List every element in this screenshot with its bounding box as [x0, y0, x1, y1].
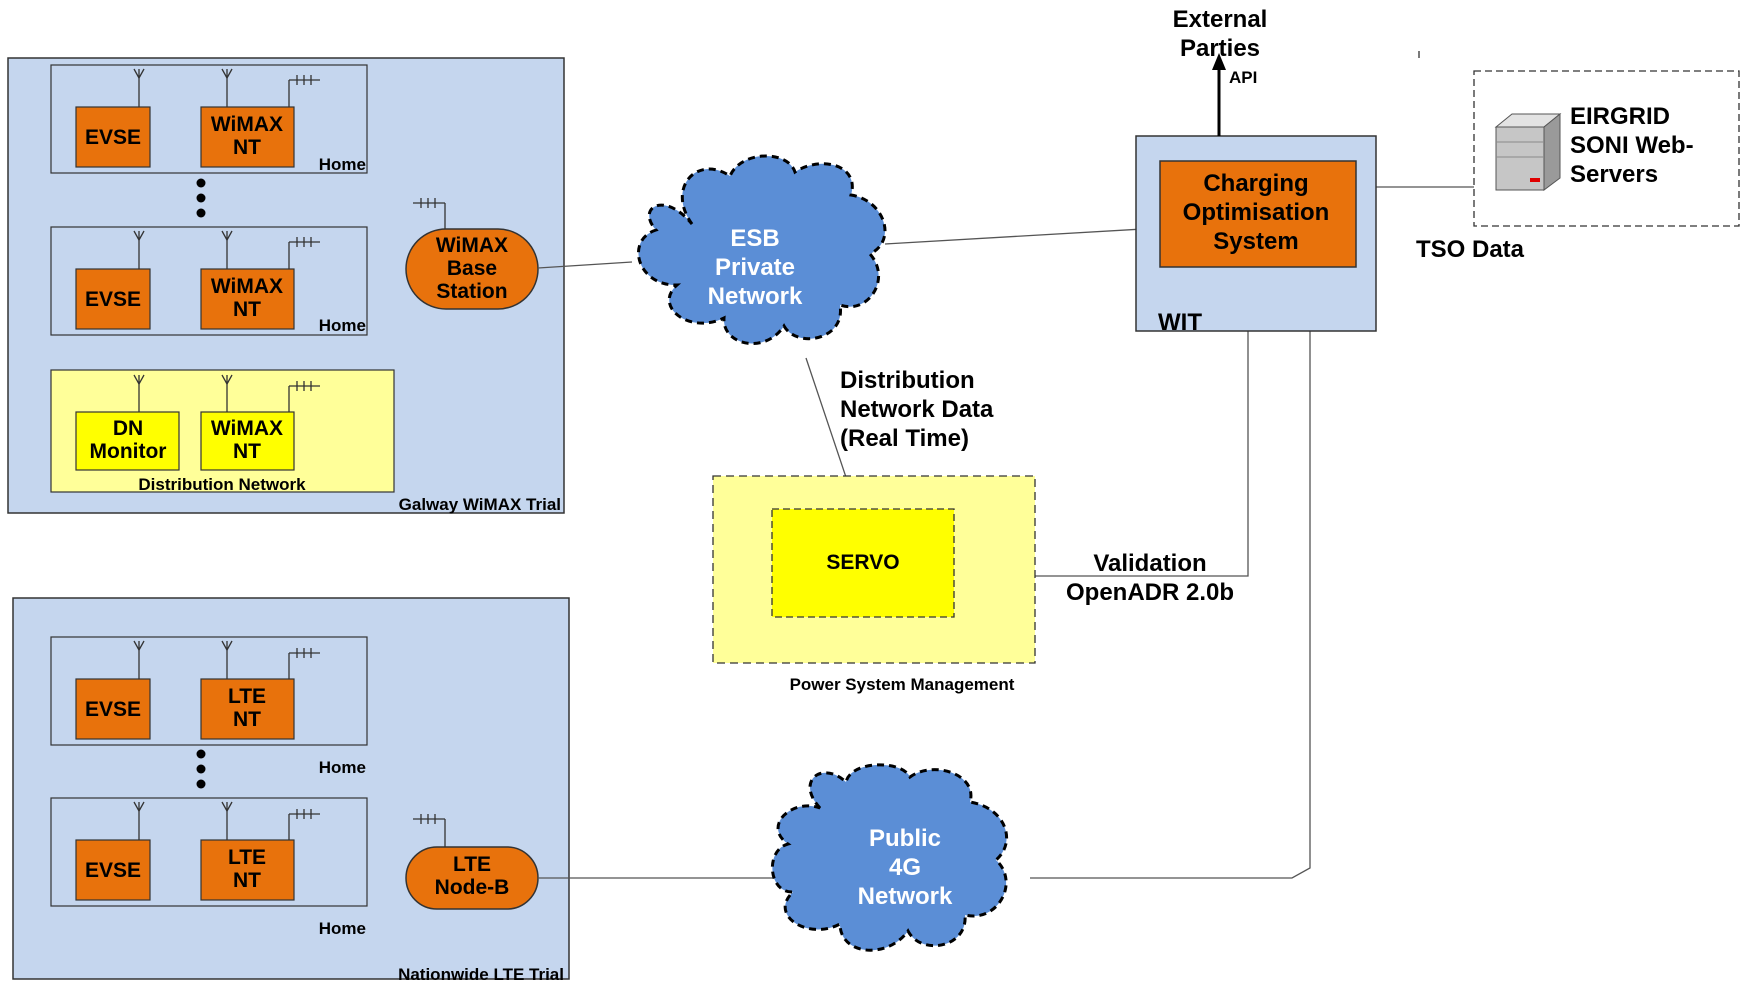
- evse-label: EVSE: [85, 698, 141, 721]
- nt-label-line1: WiMAX: [211, 275, 283, 298]
- eirgrid-line2: SONI Web-: [1570, 132, 1694, 159]
- base-station-line3: Station: [436, 280, 507, 303]
- power-system-management-panel: SERVO Power System Management: [712, 475, 1036, 694]
- home-label: Home: [319, 919, 366, 938]
- evse-box: [75, 268, 151, 330]
- arrow-up-icon: [1212, 53, 1226, 70]
- home-box-2: EVSE LTE NT: [50, 797, 368, 907]
- esb-cloud-line2: Private: [715, 254, 795, 281]
- external-line1: External: [1173, 6, 1268, 33]
- lte-nt-box: [200, 678, 295, 740]
- evse-label: EVSE: [85, 859, 141, 882]
- lte-trial-title: Nationwide LTE Trial: [398, 965, 564, 982]
- nt-label-line1: WiMAX: [211, 113, 283, 136]
- dist-data-line2: Network Data: [840, 396, 994, 423]
- nt-label-line2: NT: [233, 708, 261, 731]
- node-b-line2: Node-B: [435, 876, 510, 899]
- home-box-2: Home EVSE WiMAX NT: [50, 226, 368, 336]
- server-icon: [1494, 112, 1562, 191]
- dn-wimax-nt-box: [200, 411, 295, 471]
- charging-optimisation-system-box: [1159, 160, 1357, 268]
- home-label: Home: [319, 155, 366, 174]
- antenna-icon: [288, 648, 320, 680]
- antenna-icon: [133, 374, 233, 412]
- galway-trial-title: Galway WiMAX Trial: [399, 495, 561, 514]
- wimax-nt-box: [200, 268, 295, 330]
- galway-wimax-trial: Galway WiMAX Trial Home EVSE WiMAX NT: [7, 57, 565, 514]
- antenna-icon: [413, 198, 446, 230]
- cos-line2: Optimisation: [1183, 199, 1330, 226]
- nationwide-lte-trial: Nationwide LTE Trial EVSE LTE NT Home: [12, 597, 570, 982]
- evse-box: [75, 106, 151, 168]
- tso-data-label: TSO Data: [1416, 236, 1525, 263]
- public-cloud-line1: Public: [869, 825, 941, 852]
- antenna-icon: [288, 809, 320, 840]
- dn-monitor-line2: Monitor: [90, 440, 167, 463]
- nt-label-line1: LTE: [228, 846, 266, 869]
- lte-nt-box: [200, 839, 295, 901]
- dn-nt-line1: WiMAX: [211, 417, 283, 440]
- base-station-line2: Base: [447, 257, 497, 280]
- wimax-nt-box: [200, 106, 295, 168]
- antenna-icon: [133, 230, 233, 269]
- antenna-icon: [288, 381, 320, 412]
- eirgrid-line1: EIRGRID: [1570, 103, 1670, 130]
- home-box-1: EVSE LTE NT: [50, 636, 368, 746]
- api-label: API: [1229, 68, 1257, 87]
- home-box-1: Home EVSE WiMAX NT: [50, 64, 368, 174]
- servo-box: [771, 508, 955, 618]
- node-b-line1: LTE: [453, 853, 491, 876]
- dn-nt-line2: NT: [233, 440, 261, 463]
- home-label: Home: [319, 758, 366, 777]
- cos-line3: System: [1213, 228, 1298, 255]
- base-station-line1: WiMAX: [436, 234, 508, 257]
- public-4g-network-cloud: Public 4G Network: [771, 763, 1008, 952]
- cos-line1: Charging: [1203, 170, 1308, 197]
- evse-label: EVSE: [85, 126, 141, 149]
- wimax-base-station: WiMAX Base Station: [405, 198, 539, 310]
- public-cloud-line3: Network: [858, 883, 953, 910]
- wit-box: WIT Charging Optimisation System: [1135, 135, 1377, 336]
- nt-label-line2: NT: [233, 136, 261, 159]
- validation-line1: Validation: [1093, 550, 1206, 577]
- esb-cloud-line3: Network: [708, 283, 803, 310]
- nt-label-line2: NT: [233, 298, 261, 321]
- distribution-network-panel: Distribution Network DN Monitor WiMAX NT: [50, 369, 395, 494]
- ellipsis-dots-icon: [196, 749, 206, 789]
- antenna-icon: [288, 237, 320, 269]
- wit-label: WIT: [1158, 309, 1202, 336]
- home-label: Home: [319, 316, 366, 335]
- esb-private-network-cloud: ESB Private Network: [637, 154, 887, 345]
- dn-monitor-line1: DN: [113, 417, 143, 440]
- antenna-icon: [133, 640, 233, 680]
- external-parties: External Parties API: [1173, 6, 1420, 136]
- antenna-icon: [288, 75, 320, 107]
- nt-label-line1: LTE: [228, 685, 266, 708]
- servo-label: SERVO: [826, 551, 899, 574]
- validation-line2: OpenADR 2.0b: [1066, 579, 1234, 606]
- dist-data-line1: Distribution: [840, 367, 975, 394]
- eirgrid-line3: Servers: [1570, 161, 1658, 188]
- public-cloud-line2: 4G: [889, 854, 921, 881]
- distribution-network-title: Distribution Network: [138, 475, 306, 494]
- evse-box: [75, 839, 151, 901]
- antenna-icon: [413, 814, 446, 848]
- power-system-management-label: Power System Management: [790, 675, 1015, 694]
- evse-label: EVSE: [85, 288, 141, 311]
- esb-cloud-line1: ESB: [730, 225, 779, 252]
- dn-monitor-box: [75, 411, 180, 471]
- eirgrid-servers: EIRGRID SONI Web- Servers: [1473, 70, 1740, 227]
- antenna-icon: [133, 68, 233, 107]
- validation-label: Validation OpenADR 2.0b: [1066, 550, 1234, 606]
- evse-box: [75, 678, 151, 740]
- lte-node-b: LTE Node-B: [405, 814, 539, 910]
- distribution-network-data-label: Distribution Network Data (Real Time): [840, 367, 994, 452]
- ellipsis-dots-icon: [196, 178, 206, 218]
- nt-label-line2: NT: [233, 869, 261, 892]
- antenna-icon: [133, 801, 233, 840]
- dist-data-line3: (Real Time): [840, 425, 969, 452]
